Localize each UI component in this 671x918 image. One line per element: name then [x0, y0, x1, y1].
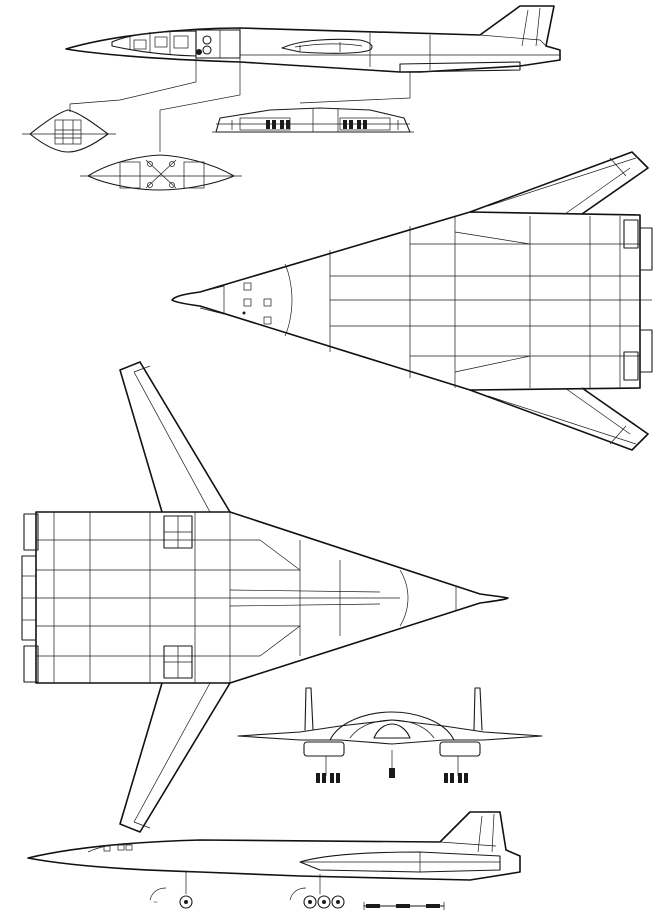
section-wheels-left [266, 120, 290, 129]
front-view-wheel-nose [389, 768, 395, 778]
cross-section-right [212, 107, 414, 133]
section-wheels-right [343, 120, 367, 129]
front-view-wheels-right [444, 773, 468, 783]
front-view [237, 687, 543, 783]
nose-gear-mark: ~ [153, 899, 158, 906]
cross-section-middle [80, 154, 242, 191]
bottom-view [21, 361, 509, 833]
cross-section-left [22, 109, 116, 153]
scale-bar [363, 902, 445, 910]
side-profile-bottom: ~ [27, 811, 521, 909]
front-view-wheels-left [316, 773, 340, 783]
side-profile-top [65, 5, 561, 152]
top-view [171, 151, 653, 451]
